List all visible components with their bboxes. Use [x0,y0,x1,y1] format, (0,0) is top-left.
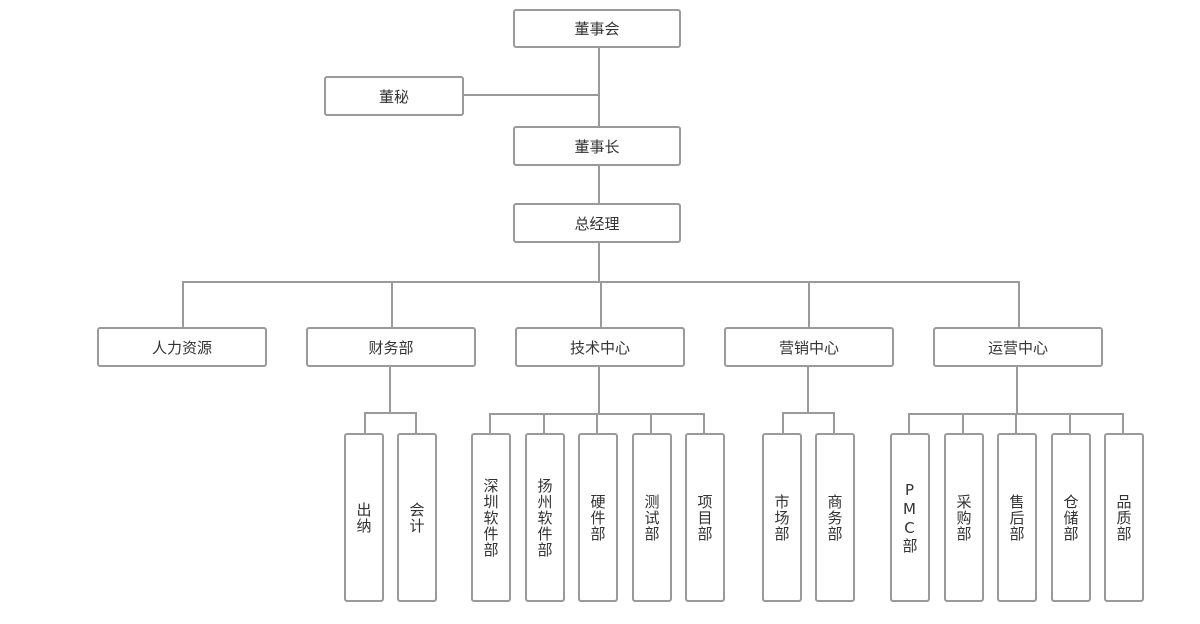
node-sub: 仓储部 [1051,433,1091,602]
connector-marketing-sub [833,412,835,434]
node-label: 运营中心 [987,338,1048,357]
node-dept-finance: 财务部 [306,327,476,367]
node-label: 项目部 [695,493,714,542]
connector-dept-finance [391,281,393,328]
node-sub: 硬件部 [578,433,618,602]
connector-tech-sub [543,413,545,434]
connector-operations-sub [908,413,910,434]
node-sub: PMC部 [890,433,930,602]
connector-chairman-gm [598,164,600,205]
finance-sub-bus [364,412,417,414]
node-sub: 深圳软件部 [471,433,511,602]
node-label: 仓储部 [1061,493,1080,542]
connector-gm-bus [598,241,600,282]
node-sub: 测试部 [632,433,672,602]
connector-secretary [462,94,599,96]
connector-tech-sub [650,413,652,434]
node-label: 会计 [407,501,426,534]
node-label: 董事会 [574,20,620,38]
node-label: 总经理 [574,214,620,233]
node-label: 测试部 [642,493,661,542]
connector-tech-down [598,365,600,414]
node-label: 采购部 [954,493,973,542]
node-sub: 会计 [397,433,437,602]
node-label: 技术中心 [569,338,630,357]
connector-operations-sub [1015,413,1017,434]
node-sub: 售后部 [997,433,1037,602]
node-sub: 出纳 [344,433,384,602]
connector-marketing-sub [782,412,784,434]
node-secretary: 董秘 [324,76,464,116]
connector-tech-sub [489,413,491,434]
connector-tech-sub [596,413,598,434]
node-sub: 品质部 [1104,433,1144,602]
connector-dept-operations [1018,281,1020,328]
node-label: 财务部 [368,338,414,357]
connector-finance-down [389,365,391,413]
connector-operations-sub [1122,413,1124,434]
node-label: 董事长 [574,137,620,156]
connector-finance-sub [364,412,366,434]
node-dept-hr: 人力资源 [97,327,267,367]
node-gm: 总经理 [513,203,681,243]
node-label: 董秘 [378,87,409,106]
node-sub: 商务部 [815,433,855,602]
node-label: 品质部 [1114,493,1133,542]
connector-dept-marketing [808,281,810,328]
node-sub: 市场部 [762,433,802,602]
connector-tech-sub [703,413,705,434]
node-dept-tech: 技术中心 [515,327,685,367]
connector-dept-hr [182,281,184,328]
node-label: 商务部 [825,493,844,542]
node-board: 董事会 [513,9,681,48]
node-sub: 扬州软件部 [525,433,565,602]
node-dept-marketing: 营销中心 [724,327,894,367]
node-dept-operations: 运营中心 [933,327,1103,367]
connector-marketing-down [807,365,809,413]
connector-board-chairman [598,46,600,128]
connector-operations-sub [962,413,964,434]
node-label: PMC部 [900,481,919,554]
node-label: 出纳 [354,501,373,534]
node-label: 市场部 [772,493,791,542]
connector-dept-tech [600,281,602,328]
node-label: 人力资源 [151,338,212,357]
node-label: 深圳软件部 [481,477,500,558]
node-label: 营销中心 [778,338,839,357]
connector-operations-sub [1069,413,1071,434]
node-label: 售后部 [1007,493,1026,542]
node-sub: 采购部 [944,433,984,602]
node-chairman: 董事长 [513,126,681,166]
node-label: 硬件部 [588,493,607,542]
connector-finance-sub [415,412,417,434]
node-sub: 项目部 [685,433,725,602]
marketing-sub-bus [782,412,835,414]
node-label: 扬州软件部 [535,477,554,558]
connector-operations-down [1016,365,1018,414]
